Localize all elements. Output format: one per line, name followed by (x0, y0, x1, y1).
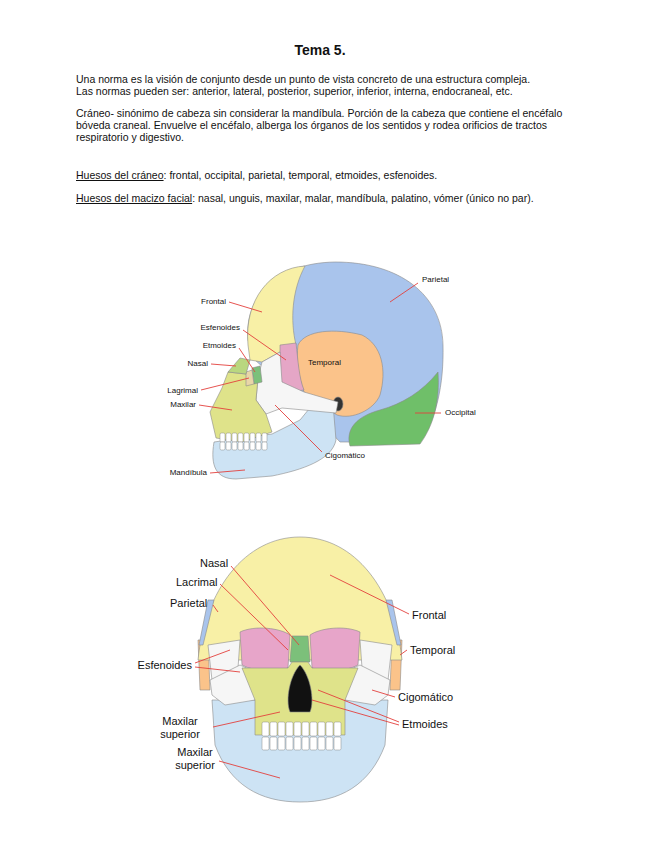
leader-line (330, 575, 409, 614)
bone-label: Maxilar superior (149, 715, 211, 740)
leader-line (199, 405, 232, 410)
tooth (226, 433, 231, 442)
bone-label: Cigomático (398, 691, 453, 704)
tooth (256, 442, 261, 450)
leader-line (243, 330, 286, 360)
leader-line (201, 378, 249, 390)
paragraph: Cráneo- sinónimo de cabeza sin considera… (76, 107, 581, 143)
tooth (250, 433, 255, 442)
tooth (232, 433, 237, 442)
leader-line (275, 405, 322, 452)
tooth (262, 433, 267, 442)
tooth (278, 737, 285, 750)
tooth (244, 433, 249, 442)
tooth (250, 442, 255, 450)
bone-label: Occipital (445, 408, 476, 417)
tooth (270, 737, 277, 750)
orbit (240, 628, 290, 671)
bone-label: Etmoides (402, 718, 448, 731)
leader-line (400, 650, 407, 655)
bone-label: Maxilar superior (164, 746, 226, 771)
teeth (262, 722, 341, 750)
tooth (232, 442, 237, 450)
nasal-cavity (288, 665, 312, 712)
leader-line (219, 761, 280, 778)
lateral-skull (210, 262, 443, 479)
tooth (334, 722, 341, 736)
leader-line (210, 470, 245, 473)
leader-line (213, 712, 280, 727)
tooth (278, 722, 285, 736)
section-heading: Huesos del macizo facial (76, 192, 192, 204)
leader-line (239, 348, 255, 372)
leader-lines (195, 283, 441, 778)
tooth (294, 722, 301, 736)
tooth (310, 737, 317, 750)
section-text: : frontal, occipital, parietal, temporal… (164, 169, 438, 181)
bone-label: Lacrimal (176, 576, 218, 589)
tooth (238, 433, 243, 442)
bone-label: Mandíbula (170, 468, 207, 477)
tooth (262, 442, 267, 450)
leader-line (312, 700, 399, 725)
leader-line (390, 283, 418, 302)
orbit (310, 628, 360, 671)
page-title: Tema 5. (294, 42, 345, 58)
bone-label: Etmoides (203, 341, 236, 350)
tooth (310, 722, 317, 736)
bone-label: Nasal (200, 557, 228, 570)
tooth (302, 737, 309, 750)
tooth (270, 722, 277, 736)
tooth (302, 722, 309, 736)
tooth (244, 442, 249, 450)
nasal-bone (290, 636, 310, 662)
tooth (334, 737, 341, 750)
bone-label: Maxilar (170, 400, 196, 409)
leader-line (211, 364, 236, 366)
paragraph-line: Las normas pueden ser: anterior, lateral… (76, 85, 513, 97)
leader-line (213, 605, 218, 612)
leader-line (318, 690, 399, 722)
bone-label: Parietal (422, 275, 449, 284)
tooth (326, 722, 333, 736)
bone-label: Esfenoides (200, 323, 240, 332)
tooth (294, 737, 301, 750)
section-text: : nasal, unguis, maxilar, malar, mandíbu… (192, 192, 533, 204)
bone-label: Temporal (410, 644, 455, 657)
bone-label: Frontal (412, 609, 446, 622)
maxilla-bone (210, 372, 272, 442)
tooth (226, 442, 231, 450)
tooth (286, 722, 293, 736)
tooth (256, 433, 261, 442)
tooth (286, 737, 293, 750)
leader-line (415, 413, 441, 414)
leader-line (220, 584, 288, 650)
bone-label: Lagrimal (167, 386, 198, 395)
tooth (262, 737, 269, 750)
leader-line (195, 667, 240, 672)
tooth (220, 433, 225, 442)
leader-line (195, 650, 230, 663)
tooth (318, 737, 325, 750)
leader-line (229, 302, 262, 312)
tooth (326, 737, 333, 750)
tooth (238, 442, 243, 450)
leader-line (372, 690, 395, 697)
paragraph-line: Una norma es la visión de conjunto desde… (76, 73, 530, 85)
bone-label: Cigomático (325, 451, 365, 460)
bone-label: Nasal (188, 359, 208, 368)
bone-label: Esfenoides (138, 659, 192, 672)
tooth (220, 442, 225, 450)
bone-label: Parietal (170, 597, 207, 610)
tooth (318, 722, 325, 736)
section-heading: Huesos del cráneo (76, 169, 164, 181)
tooth (262, 722, 269, 736)
teeth (220, 433, 267, 450)
leader-line (231, 566, 299, 645)
frontal-skull (198, 537, 402, 802)
bone-label: Temporal (308, 358, 341, 367)
bone-label: Frontal (201, 297, 226, 306)
